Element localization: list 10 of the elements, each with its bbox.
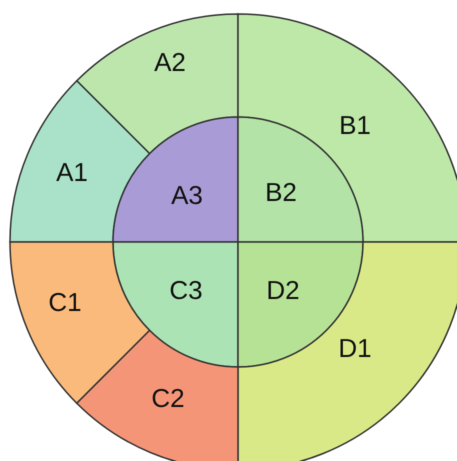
sector-label: D1 <box>338 335 372 361</box>
sector-label: A2 <box>154 49 186 75</box>
sector-label: B1 <box>339 112 371 138</box>
sector-label: D2 <box>266 277 300 303</box>
sector-label: C2 <box>151 385 185 411</box>
sector-label: A1 <box>56 159 88 185</box>
sector-label: C3 <box>169 277 203 303</box>
sector-label: A3 <box>171 182 203 208</box>
sector-label: B2 <box>265 179 297 205</box>
sector-label: C1 <box>48 289 82 315</box>
